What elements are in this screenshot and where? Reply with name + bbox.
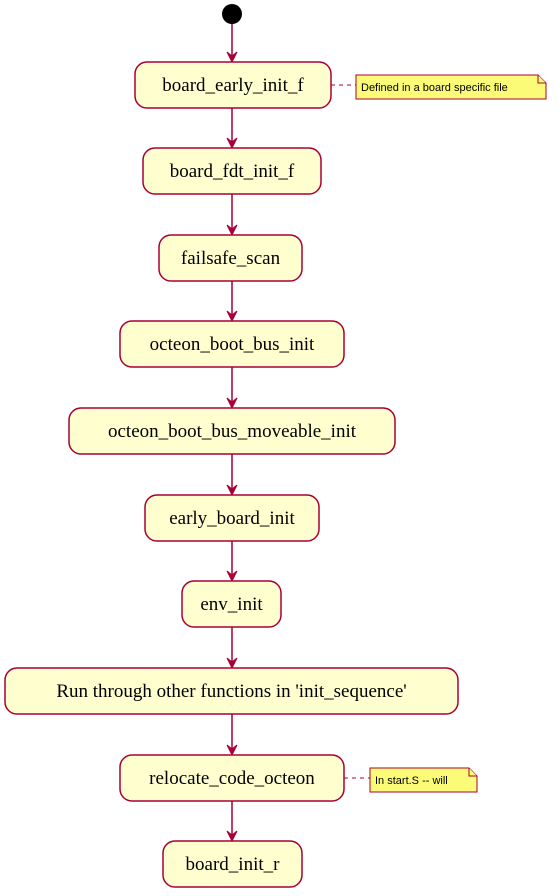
action-label: board_early_init_f: [162, 75, 304, 96]
flow-arrow: [226, 541, 238, 583]
action-label: env_init: [200, 594, 263, 615]
action-label: Run through other functions in 'init_seq…: [56, 681, 406, 702]
action-node-board-fdt-init-f: board_fdt_init_f: [142, 147, 322, 195]
note-board-early-init-f: Defined in a board specific file: [331, 74, 547, 100]
flow-arrow: [226, 714, 238, 757]
action-label: early_board_init: [169, 508, 295, 529]
action-label: board_init_r: [186, 854, 281, 875]
action-label: octeon_boot_bus_init: [150, 334, 315, 355]
action-node-failsafe-scan: failsafe_scan: [158, 234, 303, 282]
action-node-board-early-init-f: board_early_init_f: [134, 61, 332, 109]
flow-arrow: [226, 454, 238, 497]
action-label: relocate_code_octeon: [149, 768, 315, 789]
start-node: [222, 4, 242, 24]
action-node-relocate-code-octeon: relocate_code_octeon: [119, 754, 345, 802]
flow-arrow: [226, 801, 238, 843]
action-node-env-init: env_init: [181, 580, 282, 628]
flow-arrow: [226, 108, 238, 150]
note-relocate-code-octeon: In start.S -- will: [344, 767, 478, 793]
action-node-board-init-r: board_init_r: [162, 840, 303, 888]
flow-arrow: [226, 24, 238, 64]
flow-arrow: [226, 194, 238, 237]
action-label: octeon_boot_bus_moveable_init: [108, 421, 357, 442]
action-node-octeon-boot-bus-moveable-init: octeon_boot_bus_moveable_init: [68, 407, 396, 455]
action-node-early-board-init: early_board_init: [144, 494, 320, 542]
flow-arrow: [226, 367, 238, 410]
note-text: In start.S -- will: [375, 775, 448, 787]
action-node-run-other-functions: Run through other functions in 'init_seq…: [4, 667, 459, 715]
flow-arrow: [226, 627, 238, 670]
action-label: board_fdt_init_f: [170, 161, 295, 182]
note-text: Defined in a board specific file: [361, 82, 508, 94]
action-label: failsafe_scan: [181, 248, 281, 269]
action-node-octeon-boot-bus-init: octeon_boot_bus_init: [119, 320, 345, 368]
flow-arrow: [226, 281, 238, 323]
